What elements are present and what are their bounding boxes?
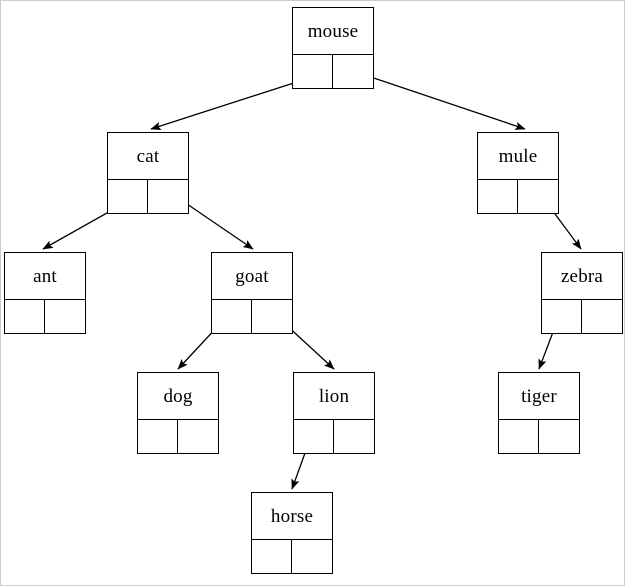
node-label-dog: dog xyxy=(138,373,218,420)
edge-mouse-right-to-mule xyxy=(352,70,526,130)
node-pointer-cells-tiger xyxy=(499,420,579,453)
node-pointer-cells-dog xyxy=(138,420,218,453)
left-pointer-cell-goat[interactable] xyxy=(212,300,252,333)
right-pointer-cell-zebra[interactable] xyxy=(582,300,622,333)
left-pointer-cell-lion[interactable] xyxy=(294,420,334,453)
node-pointer-cells-horse xyxy=(252,540,332,573)
right-pointer-cell-tiger[interactable] xyxy=(539,420,579,453)
right-pointer-cell-lion[interactable] xyxy=(334,420,374,453)
node-label-cat: cat xyxy=(108,133,188,180)
right-pointer-cell-mule[interactable] xyxy=(518,180,558,213)
left-pointer-cell-tiger[interactable] xyxy=(499,420,539,453)
node-label-goat: goat xyxy=(212,253,292,300)
left-pointer-cell-zebra[interactable] xyxy=(542,300,582,333)
tree-node-lion[interactable]: lion xyxy=(293,372,375,454)
left-pointer-cell-horse[interactable] xyxy=(252,540,292,573)
tree-node-horse[interactable]: horse xyxy=(251,492,333,574)
node-label-zebra: zebra xyxy=(542,253,622,300)
left-pointer-cell-cat[interactable] xyxy=(108,180,148,213)
node-label-ant: ant xyxy=(5,253,85,300)
node-pointer-cells-lion xyxy=(294,420,374,453)
right-pointer-cell-dog[interactable] xyxy=(178,420,218,453)
right-pointer-cell-mouse[interactable] xyxy=(333,55,373,88)
tree-node-cat[interactable]: cat xyxy=(107,132,189,214)
tree-node-mule[interactable]: mule xyxy=(477,132,559,214)
node-pointer-cells-mouse xyxy=(293,55,373,88)
node-label-lion: lion xyxy=(294,373,374,420)
node-pointer-cells-mule xyxy=(478,180,558,213)
right-pointer-cell-horse[interactable] xyxy=(292,540,332,573)
node-pointer-cells-zebra xyxy=(542,300,622,333)
node-pointer-cells-cat xyxy=(108,180,188,213)
left-pointer-cell-ant[interactable] xyxy=(5,300,45,333)
tree-node-ant[interactable]: ant xyxy=(4,252,86,334)
tree-node-mouse[interactable]: mouse xyxy=(292,7,374,89)
node-pointer-cells-ant xyxy=(5,300,85,333)
tree-node-goat[interactable]: goat xyxy=(211,252,293,334)
node-label-horse: horse xyxy=(252,493,332,540)
left-pointer-cell-mouse[interactable] xyxy=(293,55,333,88)
node-label-mouse: mouse xyxy=(293,8,373,55)
right-pointer-cell-ant[interactable] xyxy=(45,300,85,333)
tree-node-zebra[interactable]: zebra xyxy=(541,252,623,334)
node-label-tiger: tiger xyxy=(499,373,579,420)
right-pointer-cell-goat[interactable] xyxy=(252,300,292,333)
tree-node-dog[interactable]: dog xyxy=(137,372,219,454)
node-pointer-cells-goat xyxy=(212,300,292,333)
right-pointer-cell-cat[interactable] xyxy=(148,180,188,213)
left-pointer-cell-dog[interactable] xyxy=(138,420,178,453)
node-label-mule: mule xyxy=(478,133,558,180)
left-pointer-cell-mule[interactable] xyxy=(478,180,518,213)
tree-node-tiger[interactable]: tiger xyxy=(498,372,580,454)
